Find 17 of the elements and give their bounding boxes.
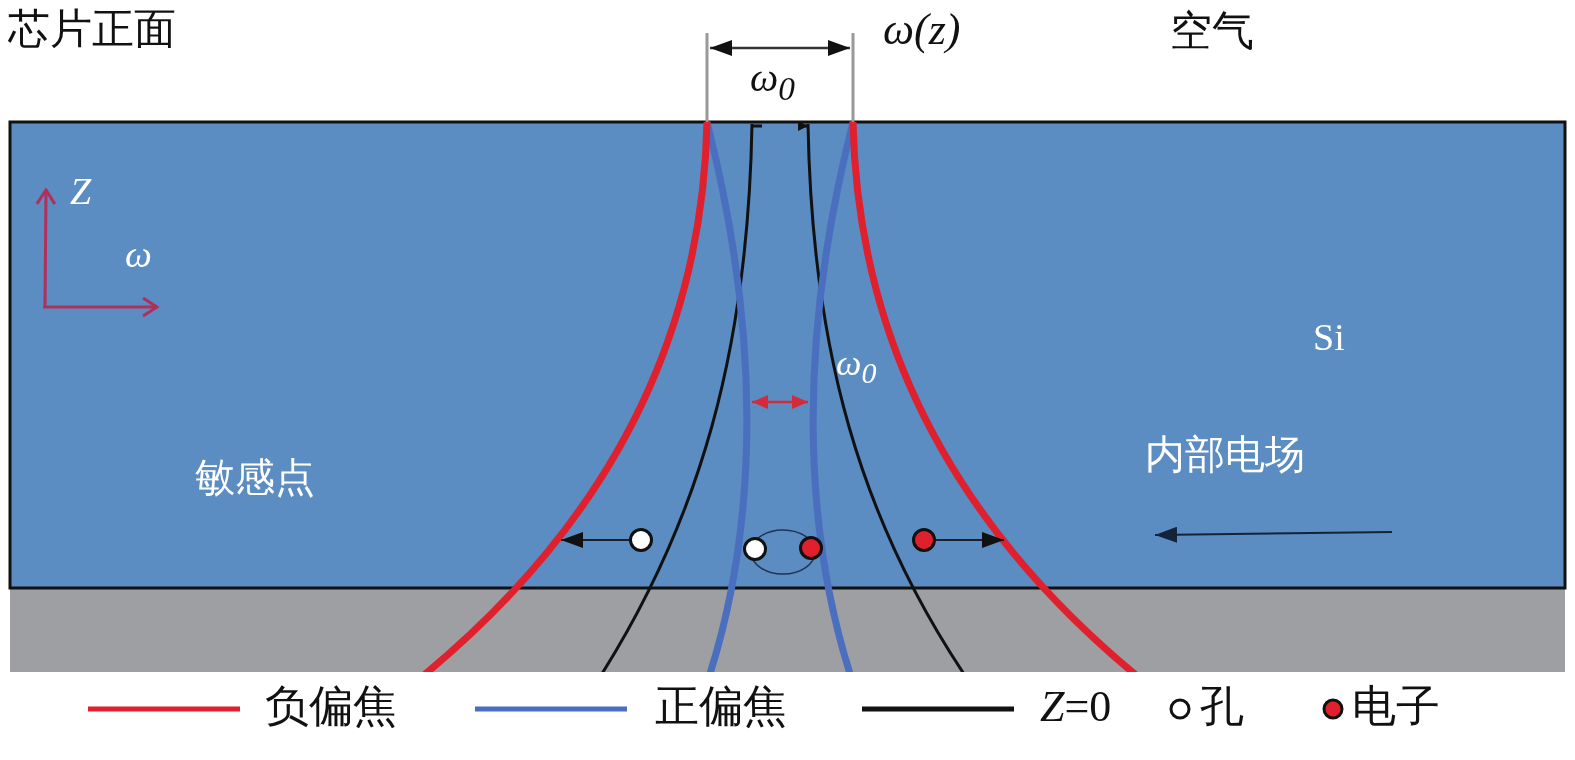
arrow [935,532,1005,548]
air-label: 空气 [1170,10,1254,52]
legend-label: 电子 [1352,685,1440,729]
axis-label: Z [70,172,92,210]
legend-label: 孔 [1200,685,1244,729]
legend-label: 负偏焦 [265,685,397,729]
waist-label: ω$_{0}$ [750,58,795,106]
field-label: 内部电场 [1145,435,1305,475]
material-label: Si [1313,318,1345,356]
chip-front-label: 芯片正面 [8,8,176,50]
waist-label: ω$_{0}$ [836,345,877,389]
sensitive-point-label: 敏感点 [195,458,315,498]
arrow [560,532,630,548]
legend-label: Z=0 [1040,685,1112,729]
axis-label: ω [125,235,152,273]
legend-label: 正偏焦 [655,685,787,729]
beam-width-label: ω(z) [883,8,961,52]
